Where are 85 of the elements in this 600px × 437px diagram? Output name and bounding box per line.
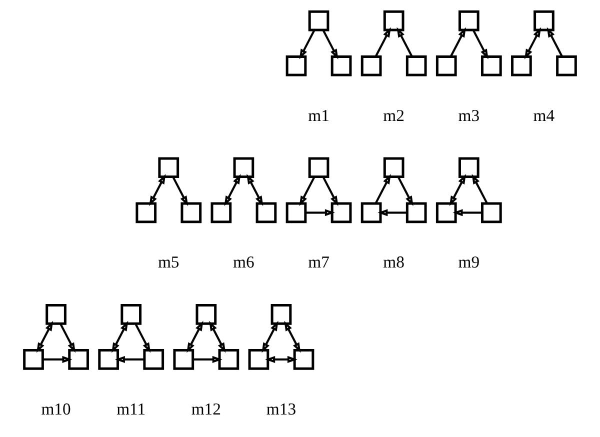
- arrow: [112, 320, 128, 353]
- arrow: [378, 209, 407, 216]
- arrow: [524, 27, 542, 60]
- arrow: [224, 174, 241, 206]
- node-box: [406, 202, 427, 224]
- arrow: [114, 356, 144, 363]
- arrow: [209, 320, 226, 353]
- node-box: [98, 349, 119, 370]
- node-box: [308, 157, 330, 178]
- label: m7: [308, 252, 330, 272]
- node-box: [360, 202, 382, 224]
- node-box: [458, 10, 480, 32]
- arrow: [246, 174, 264, 206]
- node-box: [210, 202, 232, 224]
- arrow: [284, 320, 301, 353]
- arrow: [299, 176, 316, 206]
- node-box: [196, 304, 217, 325]
- node-box: [218, 349, 240, 370]
- label: m11: [116, 400, 146, 419]
- arrow: [450, 27, 466, 57]
- arrow: [472, 30, 488, 60]
- node-box: [256, 202, 277, 224]
- label: m3: [458, 106, 480, 125]
- node-box: [481, 202, 502, 224]
- node-box: [436, 55, 457, 76]
- arrow: [306, 209, 335, 216]
- label: m9: [458, 252, 480, 272]
- node-box: [458, 157, 480, 178]
- node-box: [308, 10, 330, 32]
- arrow: [374, 27, 391, 57]
- label: m13: [266, 400, 296, 419]
- label: m1: [308, 106, 330, 125]
- node-box: [180, 202, 202, 224]
- arrow: [396, 27, 413, 57]
- label: m4: [533, 106, 555, 125]
- arrow: [374, 174, 391, 204]
- node-box: [481, 55, 502, 76]
- arrow: [149, 174, 166, 206]
- node-box: [248, 349, 270, 370]
- node-box: [270, 304, 292, 325]
- label: m10: [41, 400, 71, 419]
- node-box: [511, 55, 532, 76]
- node-box: [293, 349, 314, 370]
- arrow: [36, 320, 54, 353]
- arrow: [186, 320, 204, 353]
- label: m2: [383, 106, 404, 125]
- label: m5: [158, 252, 180, 272]
- arrow: [193, 356, 222, 363]
- arrow: [322, 176, 338, 206]
- node-box: [436, 202, 457, 224]
- node-box: [233, 157, 254, 178]
- node-box: [406, 55, 427, 76]
- node-box: [286, 202, 307, 224]
- node-box: [383, 10, 404, 32]
- node-box: [136, 202, 157, 224]
- arrow: [59, 323, 76, 353]
- node-box: [286, 55, 307, 76]
- node-box: [46, 304, 66, 325]
- node-box: [68, 349, 89, 370]
- arrow: [322, 30, 338, 60]
- arrow: [43, 356, 72, 363]
- arrow: [449, 174, 466, 206]
- node-box: [120, 304, 142, 325]
- arrow: [134, 323, 151, 353]
- arrow: [172, 176, 188, 206]
- arrow: [546, 27, 563, 57]
- label: m6: [233, 252, 254, 272]
- label: m12: [191, 400, 221, 419]
- node-box: [556, 55, 577, 76]
- node-box: [330, 202, 352, 224]
- node-box: [158, 157, 180, 178]
- arrow: [452, 209, 482, 216]
- node-box: [330, 55, 352, 76]
- label: m8: [383, 252, 404, 272]
- arrow: [397, 176, 414, 206]
- node-box: [23, 349, 44, 370]
- node-box: [173, 349, 194, 370]
- arrow: [262, 320, 278, 353]
- node-box: [534, 10, 554, 32]
- node-box: [360, 55, 382, 76]
- arrow: [299, 30, 316, 60]
- node-box: [383, 157, 404, 178]
- arrow: [472, 174, 488, 204]
- arrow: [265, 356, 298, 363]
- node-box: [143, 349, 164, 370]
